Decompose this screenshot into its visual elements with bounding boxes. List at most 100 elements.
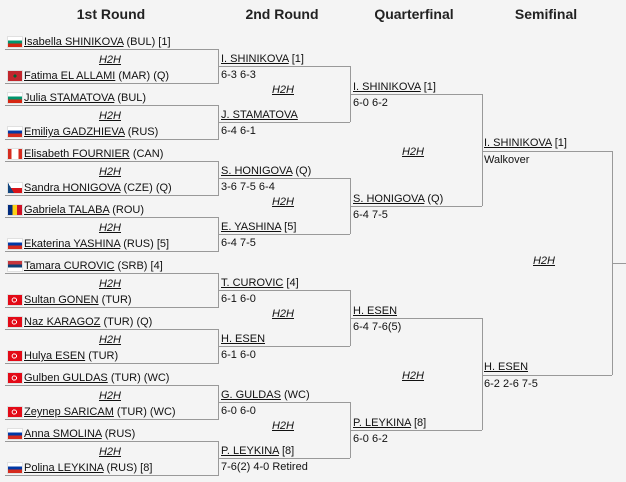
h2h-link[interactable]: H2H: [98, 110, 122, 122]
bracket-line: [482, 375, 612, 376]
player-name-link[interactable]: I. SHINIKOVA: [221, 53, 289, 65]
match-score: 6-0 6-2: [353, 97, 388, 109]
player-entry: Isabella SHINIKOVA (BUL) [1]: [24, 36, 171, 49]
bulgaria-flag-icon: [8, 37, 22, 47]
player-name-link[interactable]: J. STAMATOVA: [221, 109, 298, 121]
bracket-line: [350, 206, 482, 207]
round-header-0: 1st Round: [76, 6, 146, 22]
h2h-link[interactable]: H2H: [98, 334, 122, 346]
player-entry: Zeynep SARICAM (TUR) (WC): [24, 406, 176, 419]
turkey-flag-icon: [8, 407, 22, 417]
h2h-link[interactable]: H2H: [98, 390, 122, 402]
bracket-line: [5, 273, 218, 274]
bracket-line: [218, 458, 350, 459]
h2h-link[interactable]: H2H: [98, 166, 122, 178]
h2h-link[interactable]: H2H: [532, 255, 556, 267]
turkey-flag-icon: [8, 317, 22, 327]
bracket-line: [5, 385, 218, 386]
h2h-link[interactable]: H2H: [271, 420, 295, 432]
player-name-link[interactable]: Polina LEYKINA: [24, 462, 104, 474]
player-name-link[interactable]: P. LEYKINA: [353, 417, 411, 429]
player-info: (RUS): [124, 126, 159, 138]
player-entry: Gulben GULDAS (TUR) (WC): [24, 372, 169, 385]
player-name-link[interactable]: I. SHINIKOVA: [353, 81, 421, 93]
player-name-link[interactable]: G. GULDAS: [221, 389, 281, 401]
bulgaria-flag-icon: [8, 93, 22, 103]
bracket-line: [218, 234, 350, 235]
player-name-link[interactable]: P. LEYKINA: [221, 445, 279, 457]
player-name-link[interactable]: Julia STAMATOVA: [24, 92, 115, 104]
match-score: 3-6 7-5 6-4: [221, 181, 275, 193]
player-name-link[interactable]: Sandra HONIGOVA: [24, 182, 121, 194]
player-name-link[interactable]: H. ESEN: [484, 361, 529, 373]
player-entry: H. ESEN: [484, 361, 528, 374]
h2h-link[interactable]: H2H: [271, 308, 295, 320]
match-score: 6-4 7-5: [353, 209, 388, 221]
h2h-link[interactable]: H2H: [401, 146, 425, 158]
player-name-link[interactable]: Emiliya GADZHIEVA: [24, 126, 125, 138]
h2h-link[interactable]: H2H: [98, 54, 122, 66]
player-info: (CZE) (Q): [120, 182, 172, 194]
player-info: (RUS) [8]: [103, 462, 153, 474]
match-score: 6-1 6-0: [221, 293, 256, 305]
h2h-link[interactable]: H2H: [401, 370, 425, 382]
player-name-link[interactable]: Zeynep SARICAM: [24, 406, 114, 418]
player-name-link[interactable]: Tamara CUROVIC: [24, 260, 115, 272]
bracket-line: [482, 318, 483, 430]
match-score: 6-2 2-6 7-5: [484, 378, 538, 390]
player-name-link[interactable]: Isabella SHINIKOVA: [24, 36, 124, 48]
russia-flag-icon: [8, 127, 22, 137]
player-entry: Hulya ESEN (TUR): [24, 350, 118, 363]
player-entry: Fatima EL ALLAMI (MAR) (Q): [24, 70, 169, 83]
russia-flag-icon: [8, 429, 22, 439]
h2h-link[interactable]: H2H: [98, 222, 122, 234]
player-name-link[interactable]: Hulya ESEN: [24, 350, 86, 362]
player-name-link[interactable]: Elisabeth FOURNIER: [24, 148, 130, 160]
bracket-line: [482, 94, 483, 206]
player-info: [4]: [283, 277, 299, 289]
player-info: (ROU): [109, 204, 145, 216]
player-name-link[interactable]: S. HONIGOVA: [353, 193, 425, 205]
player-entry: J. STAMATOVA: [221, 109, 298, 122]
match-score: 6-4 7-6(5): [353, 321, 402, 333]
player-entry: S. HONIGOVA (Q): [221, 165, 311, 178]
player-name-link[interactable]: H. ESEN: [353, 305, 398, 317]
serbia-flag-icon: [8, 261, 22, 271]
player-name-link[interactable]: Gulben GULDAS: [24, 372, 108, 384]
player-name-link[interactable]: Sultan GONEN: [24, 294, 99, 306]
bracket-line: [218, 346, 350, 347]
bracket-line: [5, 139, 218, 140]
player-name-link[interactable]: I. SHINIKOVA: [484, 137, 552, 149]
player-name-link[interactable]: Fatima EL ALLAMI: [24, 70, 116, 82]
h2h-link[interactable]: H2H: [98, 278, 122, 290]
player-info: (TUR): [98, 294, 132, 306]
bracket-line: [5, 49, 218, 50]
player-entry: Polina LEYKINA (RUS) [8]: [24, 462, 152, 475]
player-name-link[interactable]: Gabriela TALABA: [24, 204, 110, 216]
round-header-3: Semifinal: [514, 6, 578, 22]
bracket-line: [482, 151, 612, 152]
player-name-link[interactable]: S. HONIGOVA: [221, 165, 293, 177]
h2h-link[interactable]: H2H: [98, 446, 122, 458]
match-score: 6-0 6-0: [221, 405, 256, 417]
player-name-link[interactable]: T. CUROVIC: [221, 277, 284, 289]
turkey-flag-icon: [8, 351, 22, 361]
player-info: (TUR) (WC): [107, 372, 170, 384]
player-entry: Emiliya GADZHIEVA (RUS): [24, 126, 158, 139]
player-entry: Elisabeth FOURNIER (CAN): [24, 148, 163, 161]
bracket-line: [5, 217, 218, 218]
player-name-link[interactable]: Naz KARAGOZ: [24, 316, 101, 328]
player-name-link[interactable]: Anna SMOLINA: [24, 428, 102, 440]
czech-flag-icon: [8, 183, 22, 193]
player-info: (TUR) (WC): [113, 406, 176, 418]
player-name-link[interactable]: Ekaterina YASHINA: [24, 238, 121, 250]
player-name-link[interactable]: H. ESEN: [221, 333, 266, 345]
h2h-link[interactable]: H2H: [271, 196, 295, 208]
player-info: (BUL): [114, 92, 147, 104]
bracket-line: [5, 83, 218, 84]
bracket-line: [350, 318, 482, 319]
player-name-link[interactable]: E. YASHINA: [221, 221, 282, 233]
h2h-link[interactable]: H2H: [271, 84, 295, 96]
player-info: [8]: [278, 445, 295, 457]
